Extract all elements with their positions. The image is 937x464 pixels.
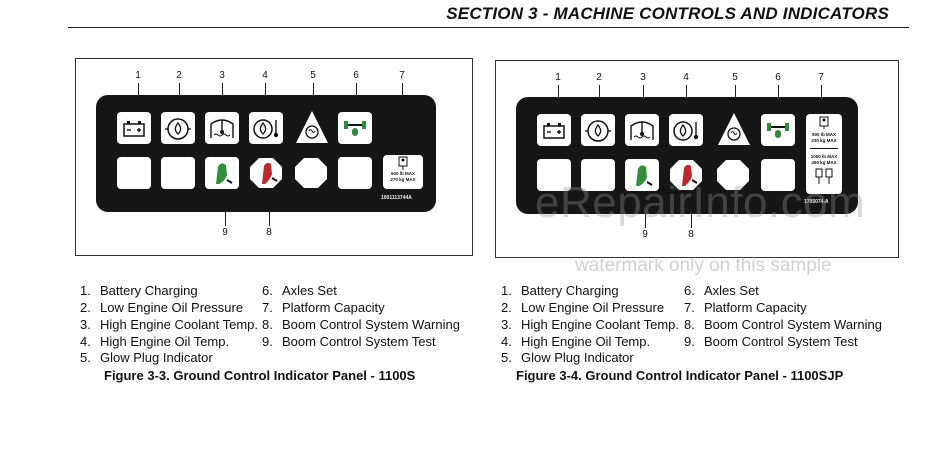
- blank-indicator: [117, 157, 151, 189]
- oil-pressure-icon: [581, 114, 615, 146]
- blank-indicator: [581, 159, 615, 191]
- legend-item: 9.Boom Control System Test: [684, 334, 858, 349]
- legend-item: 7.Platform Capacity: [262, 300, 385, 315]
- platform-capacity-label: 500 lb MAX 230 kg MAX 1000 lb MAX 450 kg…: [806, 114, 842, 194]
- legend-item: 3.High Engine Coolant Temp.: [80, 317, 259, 332]
- legend-item: 8.Boom Control System Warning: [262, 317, 460, 332]
- legend-item: 4.High Engine Oil Temp.: [501, 334, 651, 349]
- callout-4: 4: [683, 72, 689, 83]
- battery-icon: [537, 114, 571, 146]
- callout-3: 3: [640, 72, 646, 83]
- glow-plug-icon: [716, 111, 752, 147]
- blank-indicator: [537, 159, 571, 191]
- part-number: 1001113744A: [381, 195, 412, 201]
- boom-test-icon: [625, 159, 659, 191]
- watermark-note: watermark only on this sample: [575, 255, 832, 276]
- capacity-lb: 500 lb MAX: [811, 132, 836, 137]
- callout-1: 1: [135, 70, 141, 81]
- coolant-temp-icon: [625, 114, 659, 146]
- legend-item: 1.Battery Charging: [501, 283, 619, 298]
- callout-1: 1: [555, 72, 561, 83]
- legend-item: 5.Glow Plug Indicator: [501, 350, 634, 365]
- callout-7: 7: [818, 72, 824, 83]
- legend-item: 3.High Engine Coolant Temp.: [501, 317, 680, 332]
- boom-warning-icon: [249, 157, 283, 189]
- callout-8: 8: [266, 227, 272, 238]
- divider: [810, 148, 838, 149]
- coolant-temp-icon: [205, 112, 239, 144]
- blank-octagon-indicator: [294, 157, 328, 189]
- axles-set-icon: [338, 112, 372, 144]
- callout-9: 9: [642, 229, 648, 240]
- indicator-panel-1100sjp: 500 lb MAX 230 kg MAX 1000 lb MAX 450 kg…: [516, 97, 858, 214]
- legend-item: 7.Platform Capacity: [684, 300, 807, 315]
- legend-item: 8.Boom Control System Warning: [684, 317, 882, 332]
- legend-item: 2.Low Engine Oil Pressure: [80, 300, 244, 315]
- section-title: SECTION 3 - MACHINE CONTROLS AND INDICAT…: [446, 4, 889, 23]
- indicator-panel-1100s: 600 lb MAX 270 kg MAX 1001113744A: [96, 95, 436, 212]
- legend-item: 6.Axles Set: [262, 283, 337, 298]
- callout-7: 7: [399, 70, 405, 81]
- figure-3-4-caption: Figure 3-4. Ground Control Indicator Pan…: [516, 368, 844, 383]
- callout-3: 3: [219, 70, 225, 81]
- axles-set-icon: [761, 114, 795, 146]
- callout-2: 2: [176, 70, 182, 81]
- legend-item: 2.Low Engine Oil Pressure: [501, 300, 665, 315]
- legend-item: 4.High Engine Oil Temp.: [80, 334, 230, 349]
- oil-pressure-icon: [161, 112, 195, 144]
- capacity-lb: 600 lb MAX: [390, 171, 415, 176]
- boom-test-icon: [205, 157, 239, 189]
- header-divider: [68, 27, 909, 28]
- figure-3-3-caption: Figure 3-3. Ground Control Indicator Pan…: [104, 368, 416, 383]
- capacity-kg: 270 kg MAX: [390, 177, 416, 182]
- battery-icon: [117, 112, 151, 144]
- platform-capacity-label: 600 lb MAX 270 kg MAX: [383, 155, 423, 189]
- legend-item: 1.Battery Charging: [80, 283, 198, 298]
- callout-9: 9: [222, 227, 228, 238]
- legend-item: 5.Glow Plug Indicator: [80, 350, 213, 365]
- capacity-kg: 230 kg MAX: [811, 138, 837, 143]
- callout-5: 5: [310, 70, 316, 81]
- capacity-lb: 1000 lb MAX: [810, 154, 838, 159]
- capacity-kg: 450 kg MAX: [811, 160, 837, 165]
- platform-icon: [398, 156, 408, 170]
- callout-6: 6: [775, 72, 781, 83]
- glow-plug-icon: [294, 109, 330, 145]
- blank-indicator: [761, 159, 795, 191]
- part-number: 1705074.A: [804, 199, 829, 205]
- callout-5: 5: [732, 72, 738, 83]
- platform-icon: [819, 116, 829, 129]
- legend-item: 6.Axles Set: [684, 283, 759, 298]
- platform-icon: [815, 168, 833, 184]
- oil-temp-icon: [669, 114, 703, 146]
- oil-temp-icon: [249, 112, 283, 144]
- boom-warning-icon: [669, 159, 703, 191]
- callout-8: 8: [688, 229, 694, 240]
- callout-4: 4: [262, 70, 268, 81]
- blank-octagon-indicator: [716, 159, 750, 191]
- legend-item: 9.Boom Control System Test: [262, 334, 436, 349]
- blank-indicator: [338, 157, 372, 189]
- callout-6: 6: [353, 70, 359, 81]
- blank-indicator: [161, 157, 195, 189]
- callout-2: 2: [596, 72, 602, 83]
- watermark-site: eRepairInfo.com: [535, 178, 866, 227]
